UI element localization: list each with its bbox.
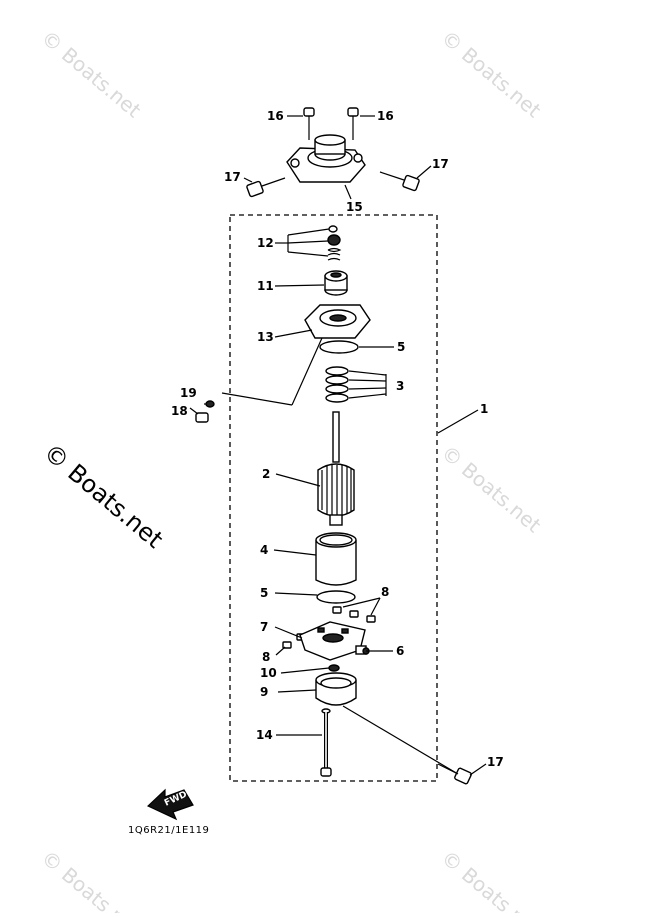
callout-6: 6 <box>396 644 404 658</box>
assembly-boundary <box>229 214 438 782</box>
oring-part-5-top <box>319 340 359 354</box>
callout-14: 14 <box>256 728 273 742</box>
callout-2: 2 <box>262 467 270 481</box>
bracket-part-15 <box>286 134 366 183</box>
spring-parts-12 <box>327 225 342 261</box>
spring-stack-part-3 <box>325 366 349 403</box>
terminal-part-6 <box>355 645 370 655</box>
watermark-top-right: © Boats.net <box>437 25 546 122</box>
brush-parts-8 <box>282 606 376 649</box>
end-cap-part-9 <box>315 672 357 706</box>
bolt-part-16-right <box>347 107 359 140</box>
callout-17-left: 17 <box>224 170 241 184</box>
bolt-part-18 <box>195 412 209 423</box>
callout-16-right: 16 <box>377 109 394 123</box>
callout-1: 1 <box>480 402 488 416</box>
bolt-part-16-left <box>303 107 315 140</box>
callout-17-bottom: 17 <box>487 755 504 769</box>
washer-part-19 <box>205 400 215 408</box>
cover-part-13 <box>304 304 371 339</box>
bolt-part-17-bottom <box>437 763 472 785</box>
callout-13: 13 <box>257 330 274 344</box>
callout-17-right: 17 <box>432 157 449 171</box>
callout-16-left: 16 <box>267 109 284 123</box>
watermark-mid-right: © Boats.net <box>437 440 546 537</box>
callout-5-top: 5 <box>397 340 405 354</box>
callout-8-right: 8 <box>381 585 389 599</box>
callout-labels: 16 16 17 17 15 12 11 13 5 3 19 18 1 2 4 … <box>171 109 504 769</box>
washer-part-10 <box>328 664 340 672</box>
forward-arrow: FWD <box>146 788 194 821</box>
callout-10: 10 <box>260 666 277 680</box>
diagram-code: 1Q6R21/1E119 <box>128 825 209 836</box>
callout-5-bottom: 5 <box>260 586 268 600</box>
watermark-bottom-left: © Boats.net <box>37 845 146 913</box>
callout-12: 12 <box>257 236 274 250</box>
callout-15: 15 <box>346 200 363 214</box>
callout-11: 11 <box>257 279 274 293</box>
callout-3: 3 <box>396 379 404 393</box>
watermark-bottom-right: © Boats.net <box>437 845 546 913</box>
bolt-part-17-right <box>379 171 420 192</box>
pinion-part-11 <box>324 270 348 296</box>
callout-19: 19 <box>180 386 197 400</box>
callout-18: 18 <box>171 404 188 418</box>
armature-part-2 <box>317 411 355 526</box>
through-bolt-part-14 <box>320 708 332 777</box>
brush-holder-part-7 <box>299 621 366 661</box>
watermark-top-left: © Boats.net <box>37 25 146 122</box>
watermark-main: © Boats.net <box>38 438 168 554</box>
oring-part-5-bottom <box>316 590 356 604</box>
callout-4: 4 <box>260 543 268 557</box>
leader-lines <box>189 115 487 776</box>
bolt-part-17-left <box>246 177 286 198</box>
callout-9: 9 <box>260 685 268 699</box>
callout-8-left: 8 <box>262 650 270 664</box>
yoke-part-4 <box>315 532 357 586</box>
callout-7: 7 <box>260 620 268 634</box>
